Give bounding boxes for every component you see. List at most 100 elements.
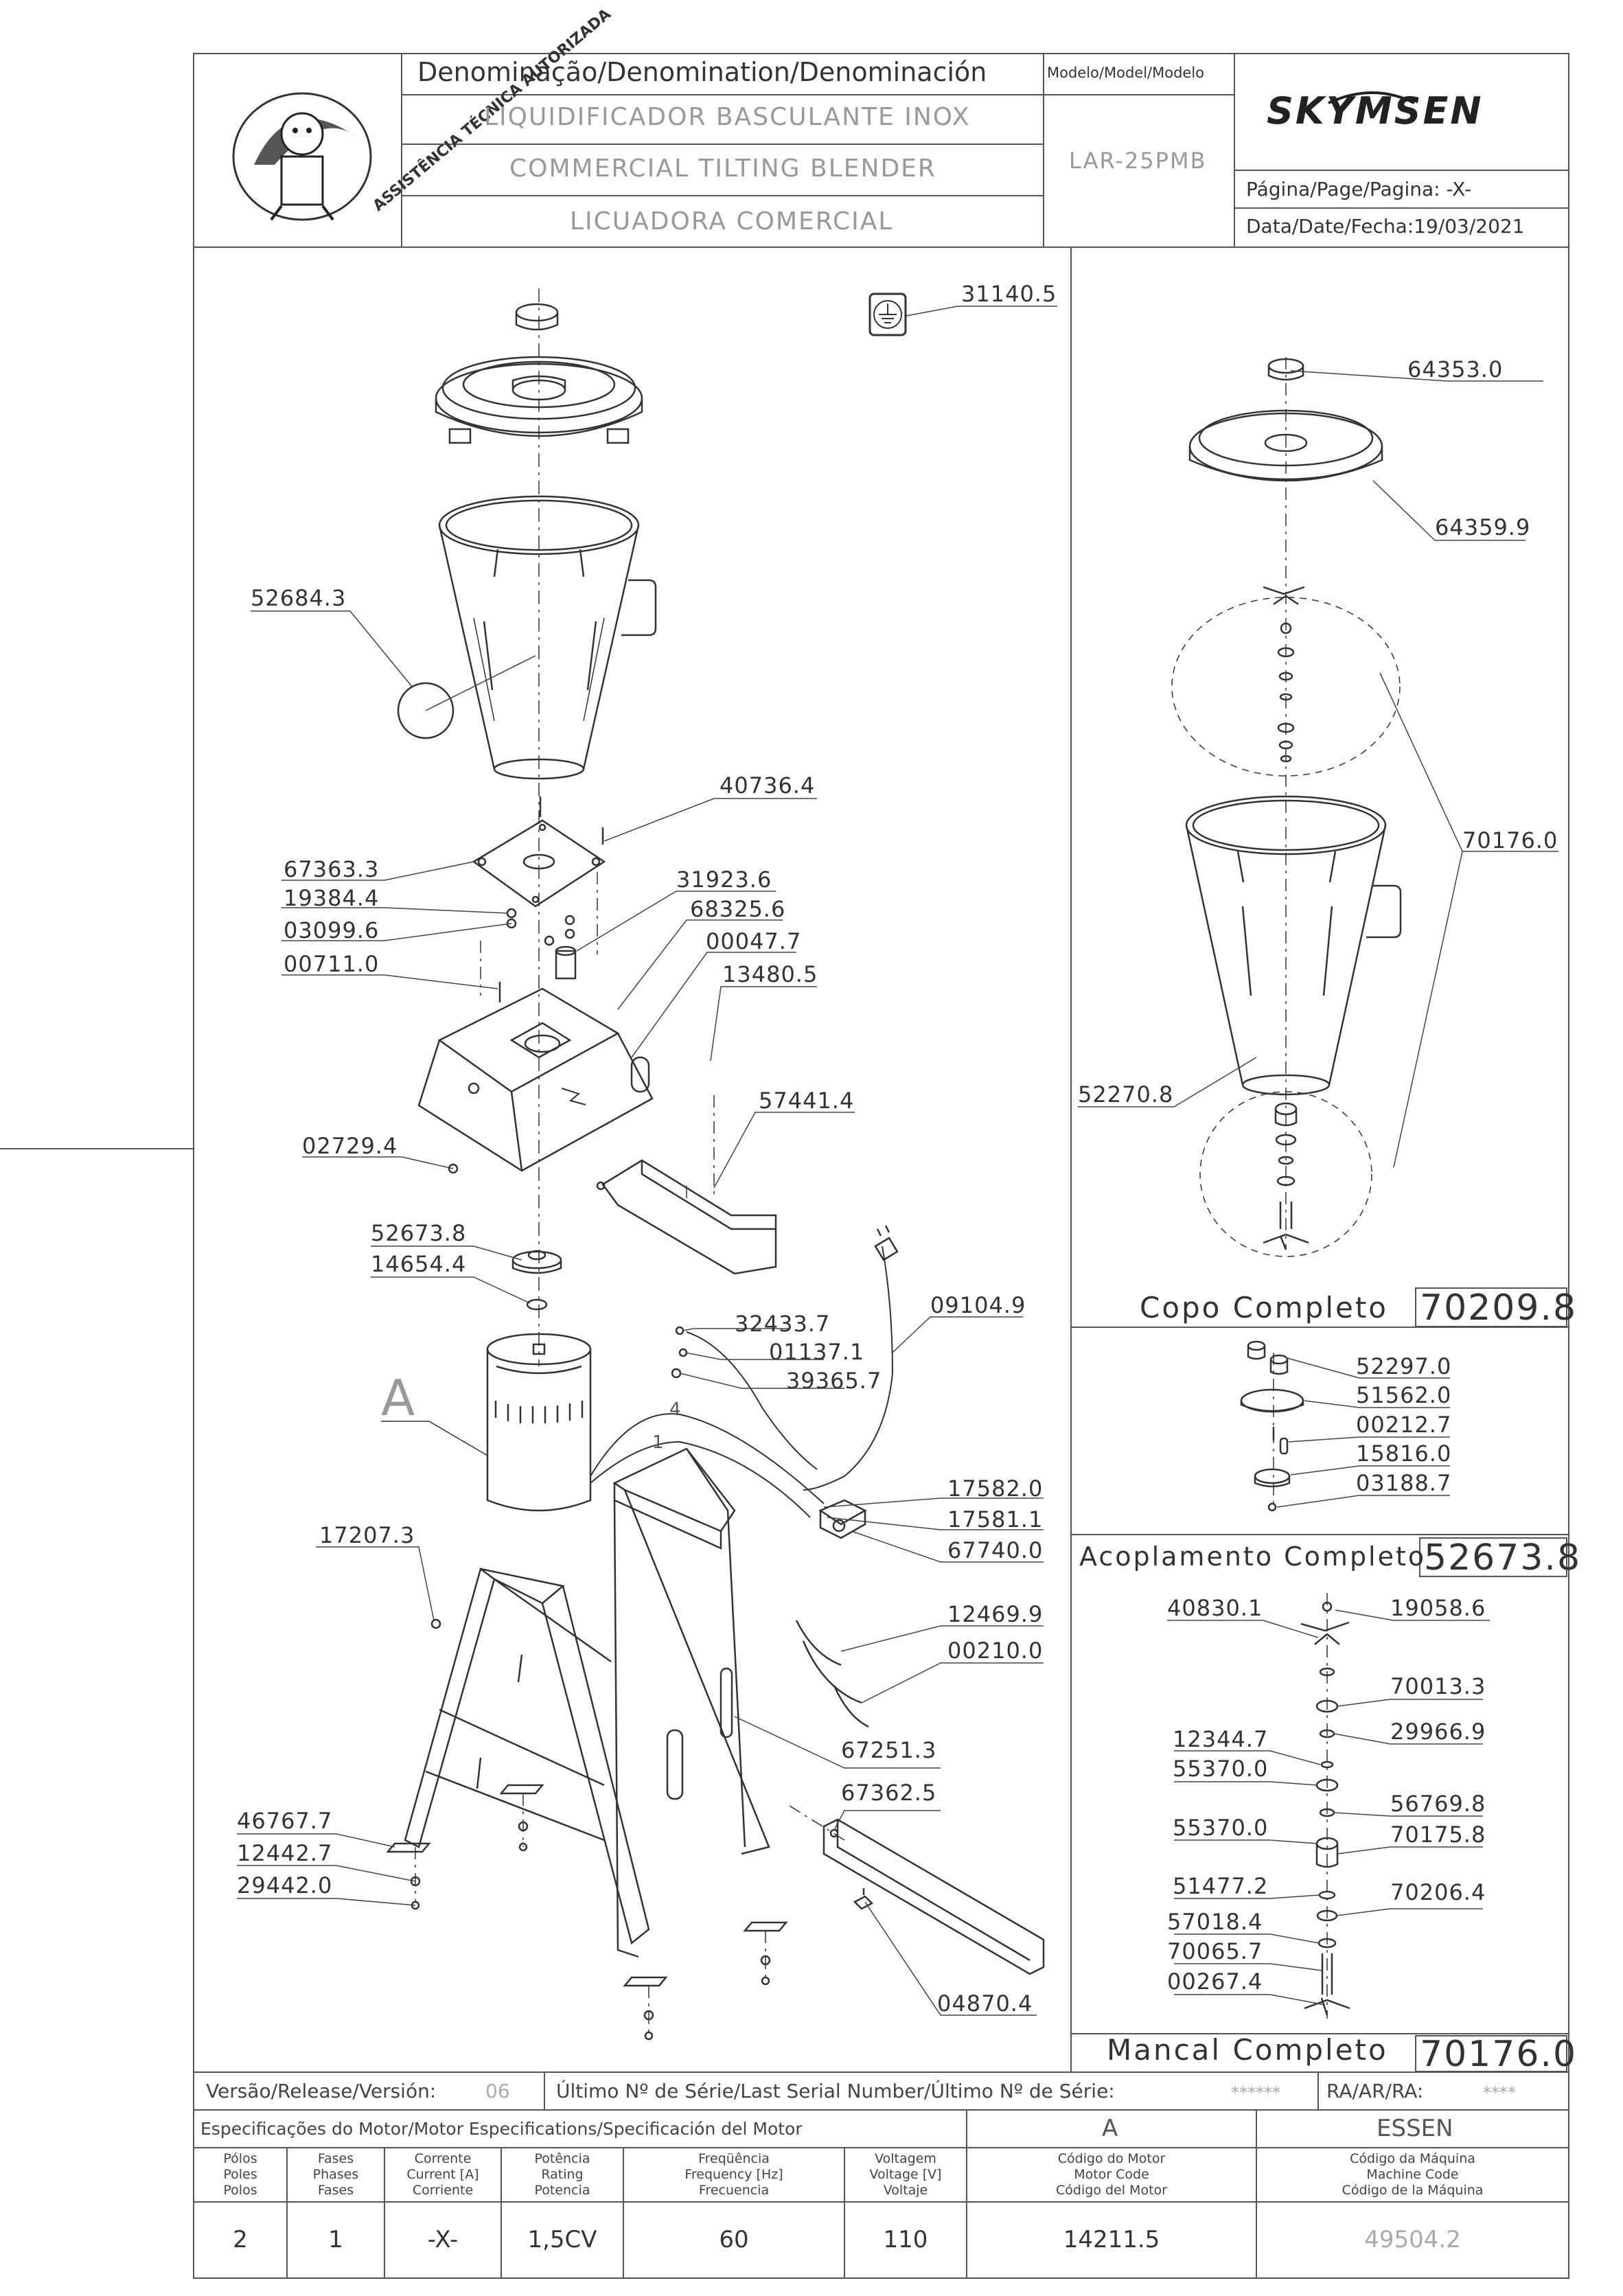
main-exploded-view — [381, 288, 1045, 2041]
part-number: 70175.8 — [1390, 1822, 1486, 1848]
part-number: 00047.7 — [706, 928, 802, 954]
sheet-frame — [193, 53, 1569, 2279]
part-number: 67363.3 — [284, 856, 380, 882]
part-number: 03099.6 — [284, 917, 380, 943]
part-number: 40830.1 — [1167, 1595, 1263, 1621]
serial-value: ****** — [1231, 2083, 1280, 2102]
switch — [818, 1499, 867, 1539]
part-number: 70013.3 — [1390, 1673, 1486, 1699]
spec-header-line: Corrente — [414, 2151, 472, 2166]
power-plug — [874, 1225, 899, 1261]
brand-logo — [1328, 91, 1415, 104]
part-number: 29442.0 — [237, 1872, 333, 1898]
copo-title: Copo Completo — [1140, 1291, 1388, 1324]
spec-header-line: Código da Máquina — [1350, 2151, 1475, 2166]
part-number: 00711.0 — [284, 951, 380, 977]
terminals — [671, 1326, 688, 1379]
part-number: 29966.9 — [1390, 1719, 1486, 1745]
part-number: 67251.3 — [841, 1737, 937, 1763]
spec-header-line: Motor Code — [1074, 2167, 1149, 2182]
part-number: 57018.4 — [1167, 1909, 1263, 1935]
spec-header-line: Voltagem — [875, 2151, 936, 2166]
part-number: 17207.3 — [319, 1522, 415, 1548]
name-en: COMMERCIAL TILTING BLENDER — [509, 154, 936, 183]
motor — [486, 1333, 592, 1512]
part-number: 17581.1 — [947, 1506, 1044, 1532]
spec-header-line: Potência — [534, 2151, 590, 2166]
part-number: 56769.8 — [1390, 1791, 1486, 1817]
spec-header-line: Polos — [223, 2183, 257, 2198]
motor-spec-title: Especificações do Motor/Motor Especifica… — [200, 2119, 803, 2139]
spec-value-cell: 14211.5 — [1063, 2226, 1160, 2253]
part-number: 70065.7 — [1167, 1938, 1263, 1964]
spec-header-line: Pólos — [223, 2151, 257, 2166]
ground-symbol-icon — [868, 292, 907, 336]
part-number: 67740.0 — [947, 1537, 1044, 1563]
part-number: 31923.6 — [676, 866, 772, 893]
part-number: 52297.0 — [1356, 1353, 1452, 1379]
part-number: 64353.0 — [1407, 356, 1504, 382]
stand-frame — [404, 1447, 770, 1958]
part-number: 19058.6 — [1390, 1595, 1486, 1621]
ra-label: RA/AR/RA: — [1326, 2080, 1424, 2102]
copo-view — [1171, 357, 1402, 1257]
part-number: 40736.4 — [720, 772, 816, 799]
part-number: 55370.0 — [1173, 1815, 1269, 1841]
spec-header-line: Potencia — [534, 2183, 590, 2198]
blade-assembly — [1263, 586, 1305, 763]
part-number: 46767.7 — [237, 1808, 333, 1834]
spec-value-cell: 60 — [719, 2226, 749, 2253]
motor-coupling — [511, 1250, 562, 1311]
part-number: 09104.9 — [930, 1292, 1026, 1318]
ra-value: **** — [1483, 2083, 1516, 2102]
part-number: 03188.7 — [1356, 1470, 1452, 1496]
lower-bearing — [1263, 1102, 1309, 1250]
part-number: 13480.5 — [722, 961, 818, 987]
spec-value-cell: -X- — [427, 2226, 459, 2253]
name-pt: LIQUIDIFICADOR BASCULANTE INOX — [484, 103, 971, 131]
mounting-plate — [472, 796, 606, 908]
coupling-nut — [555, 945, 577, 980]
part-number: 32433.7 — [735, 1311, 831, 1337]
part-number: 00212.7 — [1356, 1412, 1452, 1438]
part-number: 67362.5 — [841, 1780, 937, 1806]
part-number: 17582.0 — [947, 1476, 1044, 1502]
part-number: 31140.5 — [961, 281, 1057, 307]
motor-letter: A — [381, 1369, 415, 1427]
spec-header-line: Phases — [312, 2167, 359, 2182]
acoplamento-view — [1240, 1340, 1304, 1512]
spec-header-line: Rating — [541, 2167, 584, 2182]
spec-header-line: Fases — [317, 2151, 354, 2166]
part-number: 12469.9 — [947, 1601, 1044, 1627]
part-number: 12344.7 — [1173, 1726, 1269, 1752]
wire-mark: 4 — [669, 1399, 681, 1420]
authorized-service-badge — [232, 92, 372, 221]
spec-header-line: Código del Motor — [1056, 2183, 1167, 2198]
brand-name: SKYMSEN — [1267, 89, 1484, 133]
spec-header-line: Machine Code — [1366, 2167, 1459, 2182]
spec-header-line: Freqüência — [698, 2151, 770, 2166]
part-number: 19384.4 — [284, 885, 380, 911]
part-number: 51477.2 — [1173, 1873, 1269, 1899]
spec-value-cell: 49504.2 — [1364, 2226, 1461, 2253]
part-number: 00210.0 — [947, 1638, 1044, 1664]
part-number: 64359.9 — [1435, 514, 1531, 540]
part-number: 52673.8 — [371, 1220, 467, 1246]
base-screw — [448, 1163, 459, 1174]
plate-screws — [498, 908, 575, 1002]
part-number: 02729.4 — [302, 1133, 398, 1159]
spec-value-cell: 110 — [883, 2226, 928, 2253]
spec-header-line: Código de la Máquina — [1342, 2183, 1484, 2198]
part-number: 04870.4 — [937, 1990, 1033, 2017]
version-label: Versão/Release/Versión: — [206, 2080, 437, 2102]
page-label: Página/Page/Pagina: -X- — [1246, 178, 1472, 200]
mancal-view — [1300, 1593, 1350, 2019]
leader-lines — [237, 306, 1558, 2016]
